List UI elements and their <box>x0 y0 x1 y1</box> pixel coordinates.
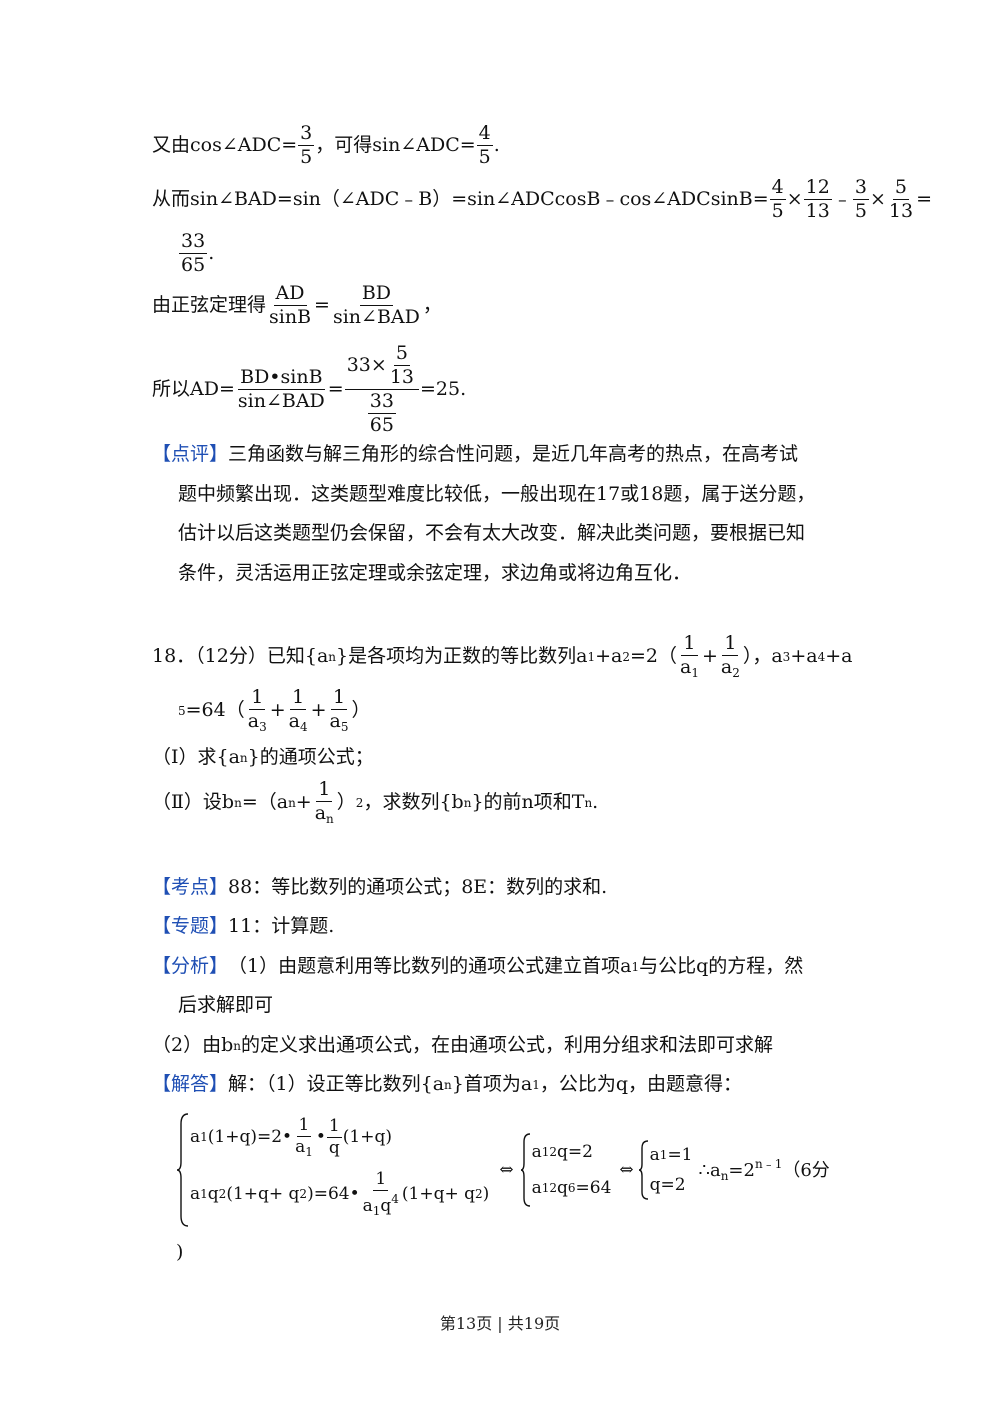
zhuanti-tag: 【专题】 <box>152 915 229 937</box>
result: ∴an=2n﹣1（6分 <box>698 1157 830 1183</box>
text: 由正弦定理得 <box>152 294 267 316</box>
text: ， <box>422 294 442 316</box>
eq-line-sin-bad: 从而sin∠BAD=sin（∠ADC﹣B）=sin∠ADCcosB﹣cos∠AD… <box>152 178 932 221</box>
equals: = <box>327 378 344 400</box>
times: × <box>786 188 803 210</box>
comment-line-2: 题中频繁出现．这类题型难度比较低，一般出现在17或18题，属于送分题， <box>178 485 815 504</box>
comment-line-1: 【点评】 三角函数与解三角形的综合性问题，是近几年高考的热点，在高考试 <box>152 445 798 464</box>
minus: ﹣ <box>832 188 852 210</box>
text: =25. <box>420 378 467 400</box>
zhuanti-line: 【专题】11：计算题. <box>152 915 335 937</box>
page-footer: 第13页 | 共19页 <box>439 1314 561 1333</box>
left-brace-icon <box>176 1112 190 1228</box>
text: 又由cos∠ADC= <box>152 134 298 156</box>
jieda-tag: 【解答】 <box>152 1073 229 1095</box>
comment-line-3: 估计以后这类题型仍会保留，不会有太大改变．解决此类问题，要根据已知 <box>178 524 805 543</box>
comment-line-4: 条件，灵活运用正弦定理或余弦定理，求边角或将边角互化． <box>178 564 691 583</box>
kaodian-line: 【考点】88：等比数列的通项公式；8E：数列的求和. <box>152 876 608 898</box>
kaodian-tag: 【考点】 <box>152 876 229 898</box>
equals: = <box>916 188 932 210</box>
equals: = <box>314 294 330 316</box>
iff-symbol: ⇔ <box>619 1159 634 1180</box>
text: 估计以后这类题型仍会保留，不会有太大改变．解决此类问题，要根据已知 <box>178 522 806 544</box>
iff-symbol: ⇔ <box>499 1159 514 1180</box>
text: 题中频繁出现．这类题型难度比较低，一般出现在17或18题，属于送分题， <box>178 483 816 505</box>
left-brace-icon <box>520 1132 532 1208</box>
text: . <box>493 134 500 156</box>
text: 从而sin∠BAD=sin（∠ADC﹣B）=sin∠ADCcosB﹣cos∠AD… <box>152 188 769 210</box>
text: ，可得sin∠ADC= <box>315 134 476 156</box>
text: 三角函数与解三角形的综合性问题，是近几年高考的热点，在高考试 <box>228 443 799 465</box>
left-brace-icon <box>638 1139 650 1201</box>
comment-tag: 【点评】 <box>152 443 229 465</box>
period: . <box>208 242 215 264</box>
fenxi-tag: 【分析】 <box>152 955 229 977</box>
fenxi-line-2: 后求解即可 <box>178 994 274 1016</box>
text: 条件，灵活运用正弦定理或余弦定理，求边角或将边角互化． <box>178 562 692 584</box>
times: × <box>869 188 886 210</box>
text: 所以AD= <box>152 378 235 400</box>
closing-paren: ) <box>176 1241 184 1263</box>
